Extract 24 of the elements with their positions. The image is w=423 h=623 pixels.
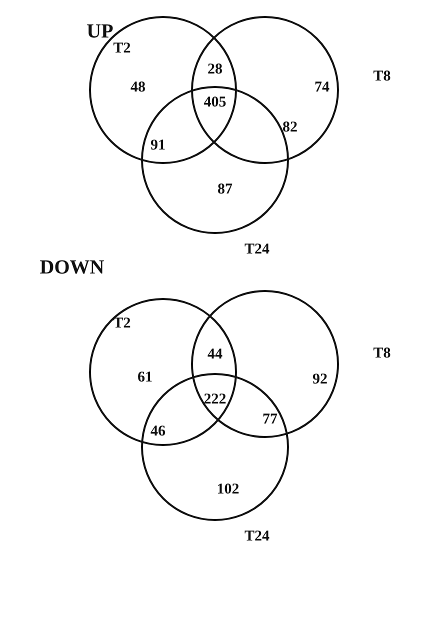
region-count: 61 [138, 370, 152, 386]
region-count: 74 [314, 80, 330, 96]
venn-circle [89, 16, 237, 164]
region-count: 222 [204, 392, 226, 408]
set-label: T8 [373, 68, 391, 86]
region-count: 77 [262, 412, 278, 428]
panel-heading: UP [86, 20, 114, 44]
region-count: 87 [218, 182, 232, 198]
panel-heading: DOWN [40, 256, 104, 280]
set-label: T24 [244, 242, 270, 258]
region-count: 92 [312, 372, 328, 388]
region-count: 46 [150, 424, 166, 440]
set-label: T2 [113, 316, 131, 332]
set-label: T24 [244, 528, 270, 546]
region-count: 102 [216, 482, 240, 498]
set-label: T2 [113, 40, 131, 58]
region-count: 28 [208, 62, 222, 78]
region-count: 48 [130, 80, 146, 96]
region-count: 91 [150, 138, 166, 154]
region-count: 44 [208, 346, 222, 364]
venn-circle [89, 298, 237, 446]
region-count: 405 [204, 94, 226, 112]
set-label: T8 [373, 346, 391, 362]
region-count: 82 [282, 120, 298, 136]
